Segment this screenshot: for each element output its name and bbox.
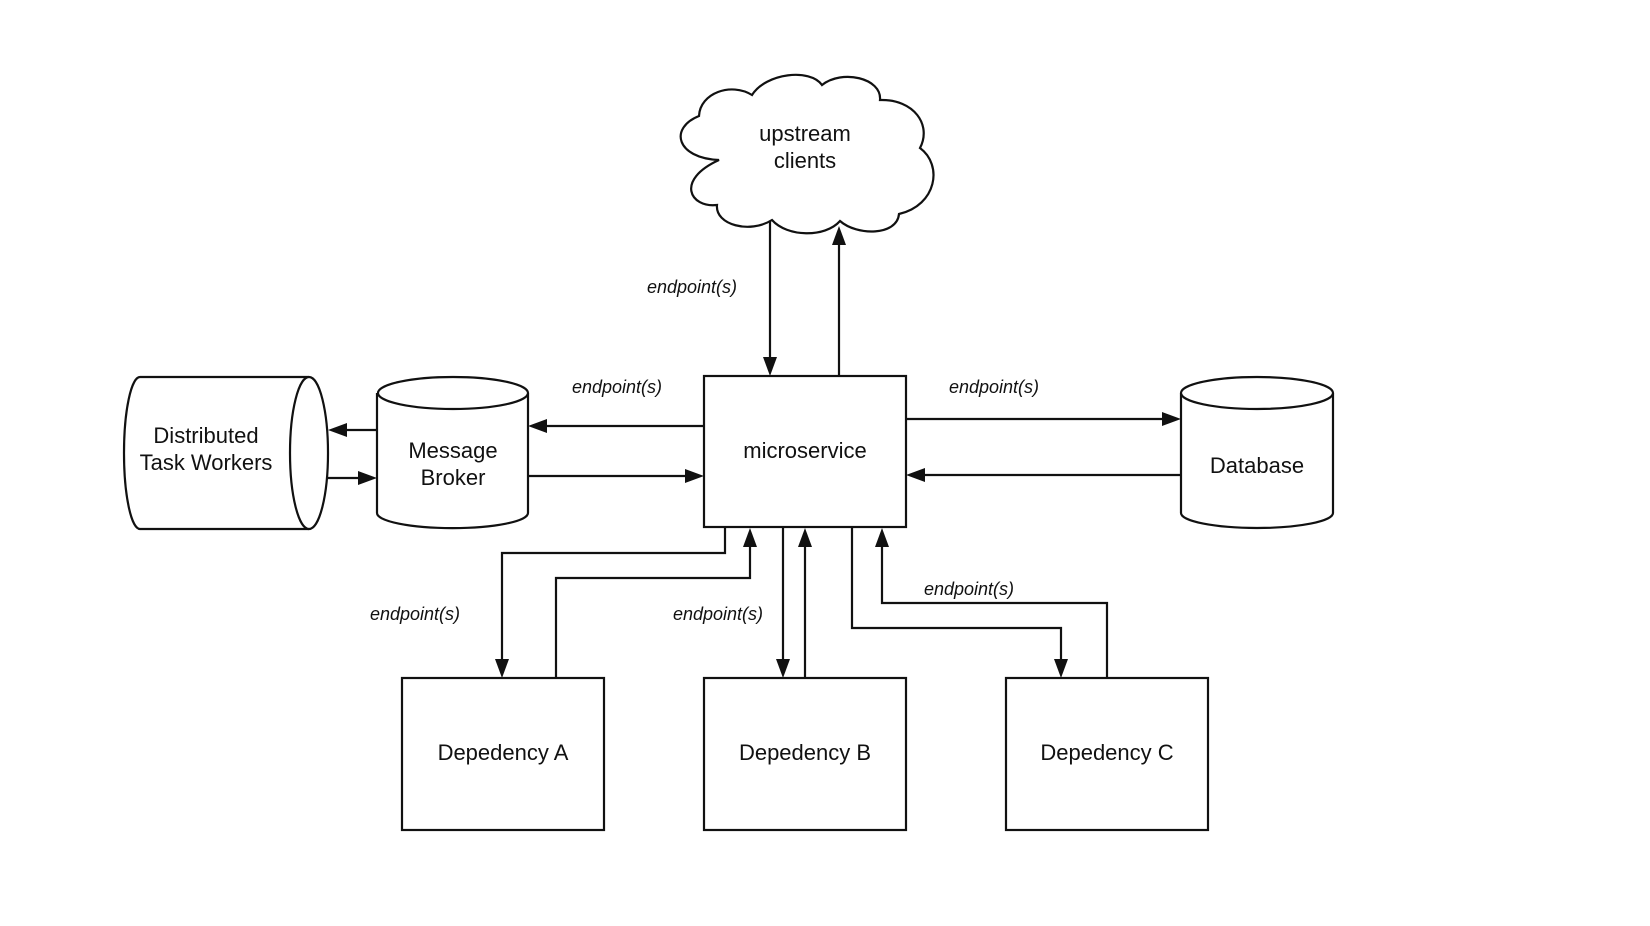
connectors [328, 219, 1181, 678]
upstream-clients-cloud: upstream clients [679, 73, 935, 235]
edge-label-dep-c: endpoint(s) [924, 579, 1014, 599]
dependency-b-box [702, 676, 908, 832]
arrowhead-dep-b-top [776, 659, 790, 678]
message-broker-cylinder-top [376, 375, 530, 411]
database-label: Database [1210, 453, 1304, 478]
edge-label-upstream: endpoint(s) [647, 277, 737, 297]
microservice-node: microservice [702, 374, 908, 529]
message-broker-cylinder-body [375, 393, 530, 530]
dependency-a-box [400, 676, 606, 832]
task-workers-label-line1: Distributed [153, 423, 258, 448]
edge-label-database: endpoint(s) [949, 377, 1039, 397]
edge-label-broker: endpoint(s) [572, 377, 662, 397]
arrowhead-dep-c-top [1054, 659, 1068, 678]
dependency-c-node: Depedency C [1004, 676, 1210, 832]
database-node: Database [1179, 375, 1335, 530]
arrowhead-database-left [1162, 412, 1181, 426]
arrowhead-upstream-bottom [832, 226, 846, 245]
message-broker-label-line1: Message [408, 438, 497, 463]
edge-dep-a-to-microservice [554, 545, 752, 678]
task-workers-cylinder-body [122, 375, 309, 531]
edge-microservice-to-dep-a [500, 527, 727, 662]
arrowhead-workers-right [328, 423, 347, 437]
arrowhead-microservice-left [685, 469, 704, 483]
edge-microservice-to-dep-c [850, 527, 1063, 662]
dependency-c-box [1004, 676, 1210, 832]
edge-dep-c-to-microservice [880, 545, 1109, 678]
dependency-a-node: Depedency A [400, 676, 606, 832]
dependency-c-label: Depedency C [1040, 740, 1173, 765]
arrowhead-broker-left [358, 471, 377, 485]
message-broker-node: Message Broker [375, 375, 530, 530]
task-workers-cylinder-end [288, 375, 330, 531]
database-cylinder-body [1179, 393, 1335, 530]
arrowhead-dep-a-top [495, 659, 509, 678]
microservice-label: microservice [743, 438, 866, 463]
edge-labels: endpoint(s) endpoint(s) endpoint(s) endp… [370, 277, 1039, 624]
task-workers-label-line2: Task Workers [140, 450, 273, 475]
message-broker-label-line2: Broker [421, 465, 486, 490]
upstream-clients-label-line2: clients [774, 148, 836, 173]
dependency-b-label: Depedency B [739, 740, 871, 765]
dependency-b-node: Depedency B [702, 676, 908, 832]
edge-label-dep-a: endpoint(s) [370, 604, 460, 624]
dependency-a-label: Depedency A [438, 740, 569, 765]
database-cylinder-top [1179, 375, 1335, 411]
edge-label-dep-b: endpoint(s) [673, 604, 763, 624]
arrowhead-microservice-bottom-b [798, 528, 812, 547]
task-workers-node: Distributed Task Workers [122, 375, 330, 531]
arrowhead-microservice-right [906, 468, 925, 482]
arrowhead-broker-right-top [528, 419, 547, 433]
upstream-clients-label-line1: upstream [759, 121, 851, 146]
arrowhead-microservice-bottom-a [743, 528, 757, 547]
microservice-box [702, 374, 908, 529]
arrowhead-microservice-top [763, 357, 777, 376]
arrowhead-microservice-bottom-c [875, 528, 889, 547]
cloud-shape [679, 73, 935, 235]
